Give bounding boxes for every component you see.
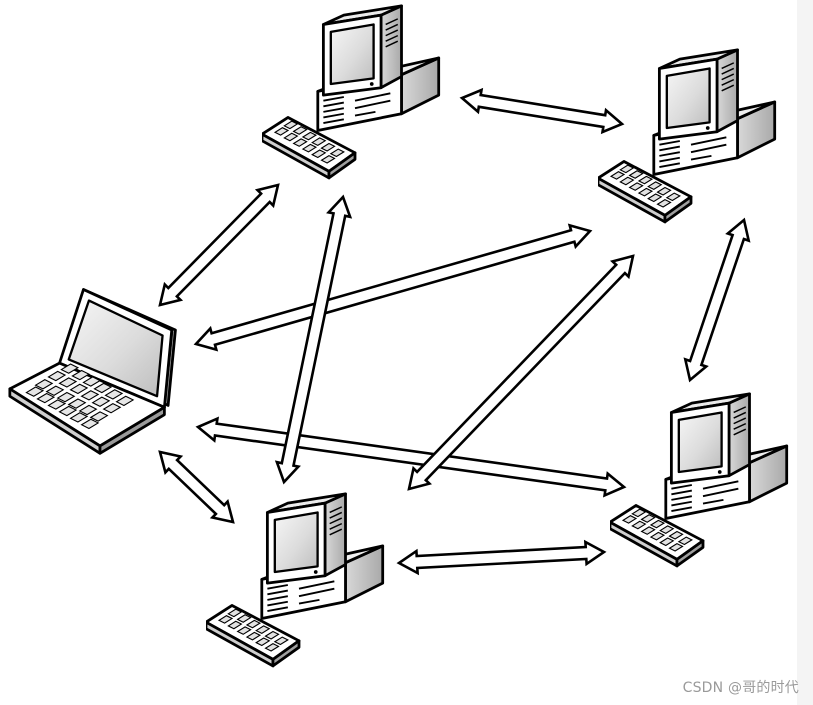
bidirectional-arrow: [195, 416, 627, 498]
bidirectional-arrow: [407, 254, 635, 491]
laptop-icon: [8, 288, 177, 455]
bidirectional-arrow: [683, 217, 751, 383]
watermark: CSDN @哥的时代: [682, 680, 799, 696]
bidirectional-arrow: [274, 194, 353, 485]
bidirectional-arrow: [193, 223, 593, 352]
bidirectional-arrow: [396, 539, 607, 576]
desktop-computer-icon: [262, 4, 441, 180]
desktop-computer-icon: [598, 48, 777, 224]
bidirectional-arrow: [158, 183, 280, 307]
connection-links: [158, 87, 751, 576]
bidirectional-arrow: [158, 450, 235, 524]
page-edge-strip: [797, 0, 813, 705]
desktop-computer-icon: [610, 392, 789, 568]
bidirectional-arrow: [459, 87, 625, 135]
